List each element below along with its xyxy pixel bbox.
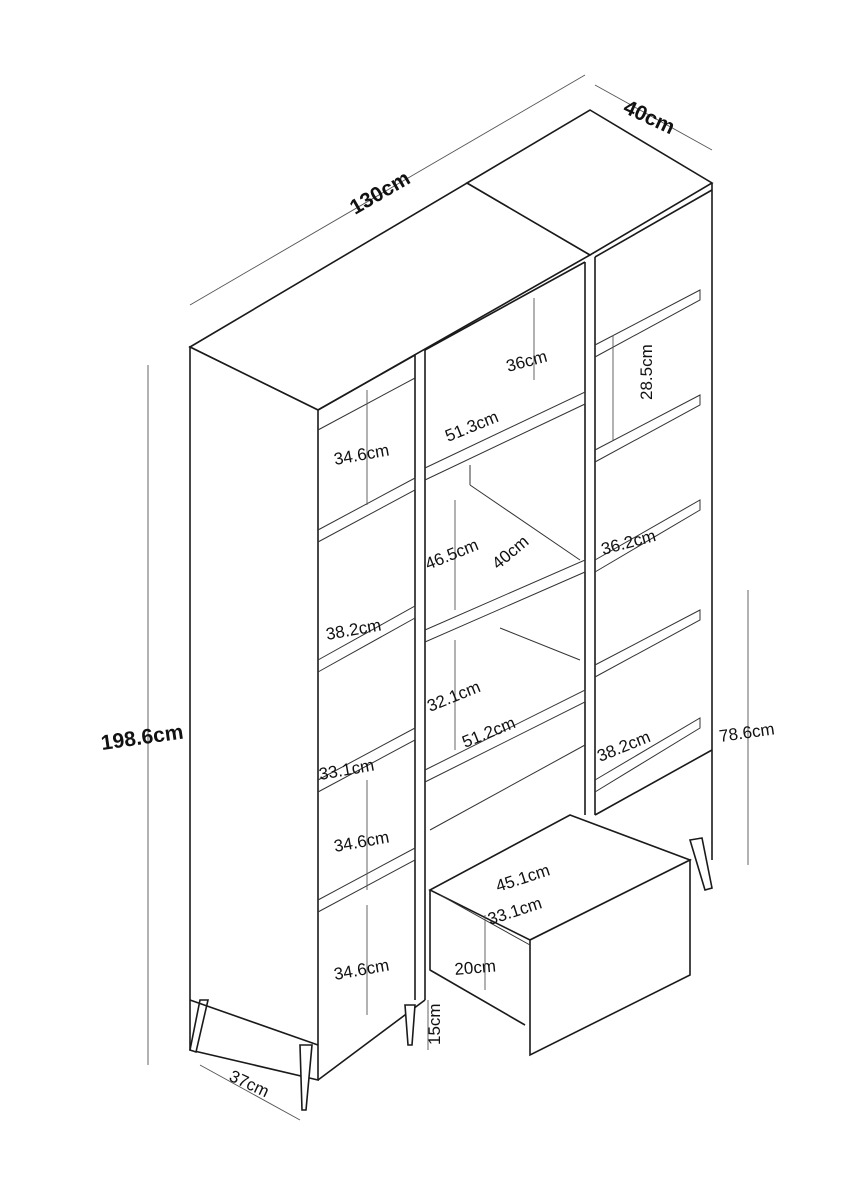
cabinet-outline xyxy=(188,109,714,1111)
label-left-5: 34.6cm xyxy=(332,956,390,984)
label-height: 198.6cm xyxy=(99,721,184,755)
label-leg-height: 15cm xyxy=(425,1003,444,1045)
label-right-2: 36.2cm xyxy=(599,526,658,559)
label-right-height: 78.6cm xyxy=(718,719,776,746)
dimension-lines xyxy=(147,74,749,1121)
label-middle-lower-height: 32.1cm xyxy=(424,677,483,716)
label-drawer-height: 20cm xyxy=(454,956,497,979)
label-left-1: 34.6cm xyxy=(332,441,390,469)
label-leg-depth: 37cm xyxy=(226,1066,272,1101)
label-middle-lower-width: 51.2cm xyxy=(459,713,518,752)
label-left-3: 33.1cm xyxy=(317,756,375,784)
label-middle-open-height: 46.5cm xyxy=(422,535,481,574)
label-middle-top-height: 36cm xyxy=(504,347,549,376)
label-right-1: 28.5cm xyxy=(637,344,656,400)
label-middle-top-width: 51.3cm xyxy=(442,407,501,446)
label-width: 130cm xyxy=(346,167,414,220)
label-right-3: 38.2cm xyxy=(594,727,653,766)
label-left-4: 34.6cm xyxy=(332,828,390,856)
label-middle-open-depth: 40cm xyxy=(488,532,532,573)
